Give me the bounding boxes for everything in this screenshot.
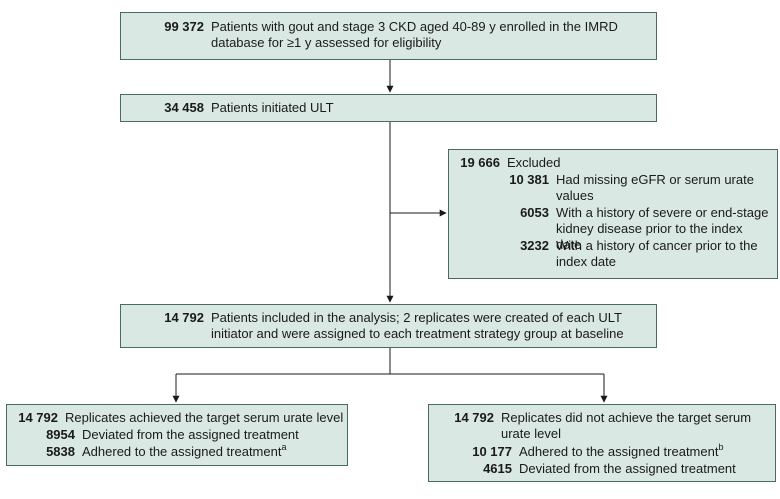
excluded-item-count: 3232	[520, 238, 549, 253]
included-count: 14 792	[164, 310, 204, 325]
excluded-item: 10 381 Had missing eGFR or serum urate v…	[449, 172, 769, 204]
footnote-mark: b	[718, 441, 724, 452]
not-achieved-item-count: 10 177	[472, 444, 512, 459]
footnote-mark: a	[281, 441, 287, 452]
not-achieved-item: 4615 Deviated from the assigned treatmen…	[429, 461, 769, 477]
excluded-box: 19 666 Excluded 10 381 Had missing eGFR …	[448, 149, 778, 279]
excluded-item: 3232 With a history of cancer prior to t…	[449, 238, 769, 270]
achieved-item-text: Adhered to the assigned treatment	[82, 444, 282, 459]
excluded-label: Excluded	[507, 155, 561, 170]
excluded-item-text: Had missing eGFR or serum urate values	[556, 172, 754, 203]
excluded-item-text: With a history of severe or end-stage ki…	[556, 205, 769, 252]
initiated-box: 34 458 Patients initiated ULT	[120, 94, 657, 122]
excluded-item-count: 6053	[520, 205, 549, 220]
included-text: Patients included in the analysis; 2 rep…	[211, 310, 624, 341]
not-achieved-text: Replicates did not achieve the target se…	[501, 410, 752, 441]
excluded-item-text: With a history of cancer prior to the in…	[556, 238, 758, 269]
initiated-count: 34 458	[164, 100, 204, 115]
achieved-target-box: 14 792 Replicates achieved the target se…	[6, 404, 348, 466]
excluded-item: 6053 With a history of severe or end-sta…	[449, 205, 769, 253]
eligibility-text: Patients with gout and stage 3 CKD aged …	[211, 19, 618, 50]
achieved-text: Replicates achieved the target serum ura…	[65, 410, 344, 425]
achieved-item: 8954 Deviated from the assigned treatmen…	[7, 427, 347, 443]
not-achieved-item-text: Deviated from the assigned treatment	[519, 461, 736, 476]
achieved-item-count: 8954	[46, 427, 75, 442]
excluded-item-count: 10 381	[509, 172, 549, 187]
not-achieved-item-count: 4615	[483, 461, 512, 476]
eligibility-count: 99 372	[164, 19, 204, 34]
not-achieved-count: 14 792	[454, 410, 494, 425]
not-achieved-target-box: 14 792 Replicates did not achieve the ta…	[428, 404, 776, 482]
included-box: 14 792 Patients included in the analysis…	[120, 304, 657, 348]
not-achieved-item: 10 177 Adhered to the assigned treatment…	[429, 441, 769, 460]
not-achieved-item-text: Adhered to the assigned treatment	[519, 444, 719, 459]
excluded-count: 19 666	[460, 155, 500, 170]
achieved-item-text: Deviated from the assigned treatment	[82, 427, 299, 442]
achieved-item: 5838 Adhered to the assigned treatmenta	[7, 441, 347, 460]
eligibility-box: 99 372 Patients with gout and stage 3 CK…	[120, 12, 657, 60]
initiated-text: Patients initiated ULT	[211, 100, 334, 115]
achieved-item-count: 5838	[46, 444, 75, 459]
achieved-count: 14 792	[18, 410, 58, 425]
